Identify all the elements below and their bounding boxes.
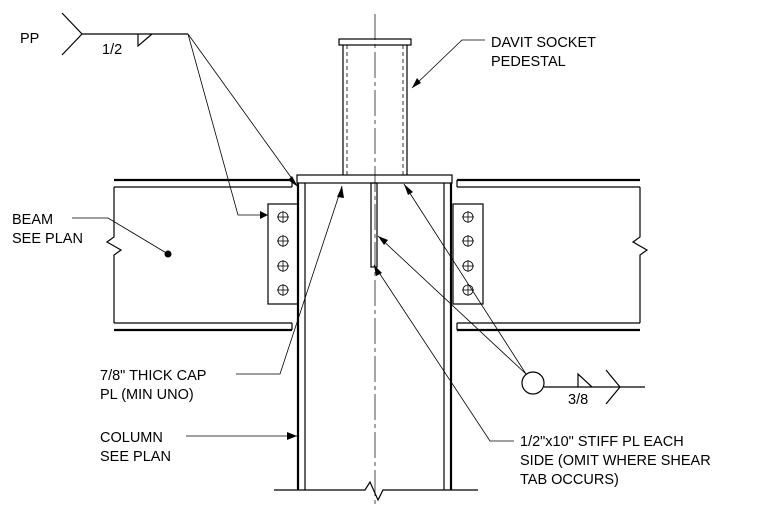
- beam-label-line1: BEAM: [12, 212, 53, 228]
- beam-right: [456, 178, 649, 332]
- stiffener-label-line2: SIDE (OMIT WHERE SHEAR: [520, 453, 711, 469]
- cap-plate: [296, 174, 453, 184]
- column-leader: [186, 432, 297, 440]
- weld-symbol-pp-label: PP: [20, 31, 39, 47]
- beam-leader: [72, 217, 172, 258]
- weld-symbol-top: [61, 12, 299, 219]
- shear-tab-right: [452, 203, 484, 305]
- beam-label-line2: SEE PLAN: [12, 231, 83, 247]
- cap-plate-label-line2: PL (MIN UNO): [100, 387, 194, 403]
- column-label-line1: COLUMN: [100, 430, 163, 446]
- davit-label-line2: PEDESTAL: [491, 54, 566, 70]
- beam-left: [105, 178, 293, 332]
- cap-plate-leader: [236, 185, 344, 375]
- weld-size-top-label: 1/2: [102, 42, 122, 58]
- stiffener-label-line1: 1/2"x10" STIFF PL EACH: [520, 434, 684, 450]
- column-label-line2: SEE PLAN: [100, 449, 171, 465]
- weld-symbol-bottom: [377, 183, 645, 405]
- davit-label-line1: DAVIT SOCKET: [491, 35, 596, 51]
- weld-size-bottom-label: 3/8: [568, 392, 588, 408]
- davit-socket-pedestal: [338, 38, 412, 175]
- stiffener-leader: [373, 264, 514, 442]
- stiffener-plate: [370, 182, 378, 268]
- shear-tab-left: [267, 203, 299, 305]
- davit-leader: [411, 39, 485, 89]
- column: [274, 183, 478, 502]
- stiffener-label-line3: TAB OCCURS): [520, 472, 619, 488]
- cap-plate-label-line1: 7/8" THICK CAP: [100, 368, 206, 384]
